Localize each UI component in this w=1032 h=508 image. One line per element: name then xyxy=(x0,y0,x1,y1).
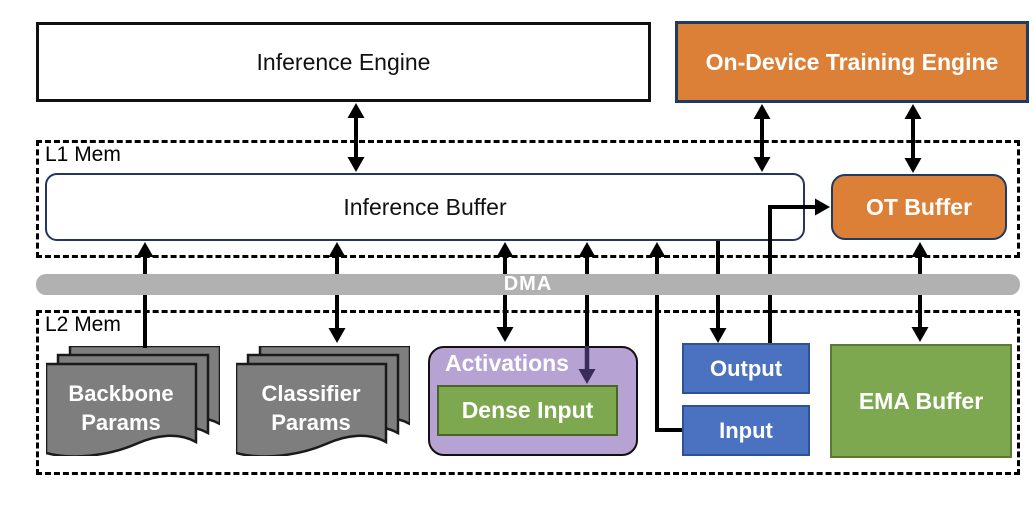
inference-buffer-box: Inference Buffer xyxy=(45,173,805,241)
ot-buffer-label: OT Buffer xyxy=(865,193,973,220)
l1-mem-region: L1 Mem xyxy=(36,140,1020,258)
ot-buffer-box: OT Buffer xyxy=(831,174,1007,240)
ema-buffer-box: EMA Buffer xyxy=(830,344,1012,458)
training-engine-box: On-Device Training Engine xyxy=(675,21,1029,103)
l2-mem-region: L2 Mem xyxy=(36,310,1020,475)
dense-input-box: Dense Input xyxy=(437,385,618,436)
inference-engine-label: Inference Engine xyxy=(256,48,431,75)
input-label: Input xyxy=(719,417,773,443)
classifier-params-stack xyxy=(236,346,410,456)
dma-label: DMA xyxy=(503,273,553,295)
dma-bus-bar: DMA xyxy=(36,273,1020,295)
backbone-params-label: Backbone Params xyxy=(46,364,196,454)
classifier-params-label: Classifier Params xyxy=(236,364,386,454)
ema-buffer-label: EMA Buffer xyxy=(858,387,984,414)
document-stack-icon xyxy=(236,346,410,456)
backbone-params-stack xyxy=(46,346,220,456)
document-stack-icon xyxy=(46,346,220,456)
classifier-params-line2: Params xyxy=(271,410,351,435)
backbone-params-line1: Backbone xyxy=(68,381,174,407)
dense-input-label: Dense Input xyxy=(461,397,594,423)
classifier-params-line1: Classifier xyxy=(261,381,361,407)
input-box: Input xyxy=(682,405,810,456)
l1-mem-label: L1 Mem xyxy=(45,143,121,166)
output-label: Output xyxy=(709,355,783,381)
activations-label: Activations xyxy=(445,350,569,376)
output-box: Output xyxy=(682,343,810,394)
l2-mem-label: L2 Mem xyxy=(45,313,121,336)
training-engine-label: On-Device Training Engine xyxy=(705,48,999,75)
inference-engine-box: Inference Engine xyxy=(36,22,651,102)
inference-buffer-label: Inference Buffer xyxy=(343,193,507,220)
backbone-params-line2: Params xyxy=(81,410,161,435)
